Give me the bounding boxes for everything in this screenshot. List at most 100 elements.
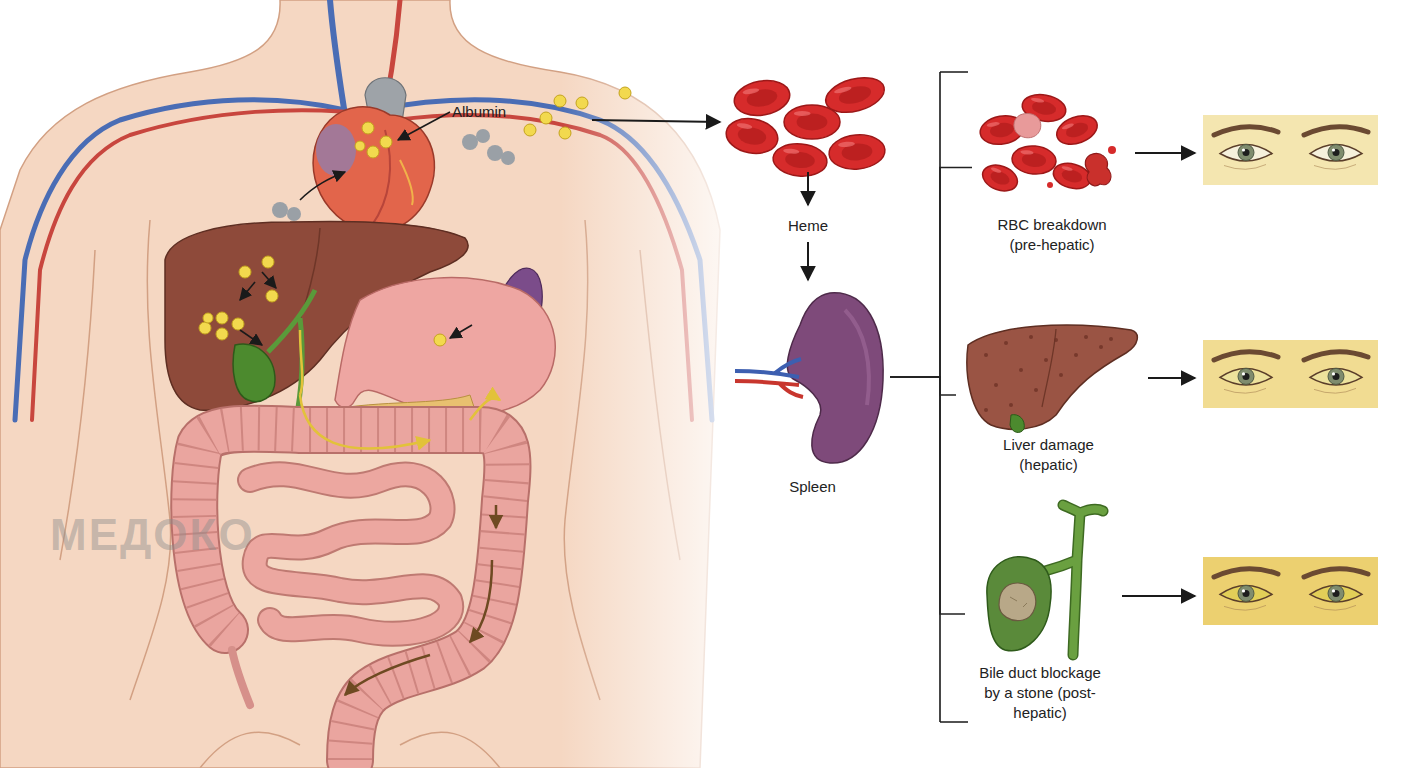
red-blood-cells-part (828, 133, 887, 172)
caption-box: Liver damage (hepatic) (956, 435, 1141, 475)
red-blood-cells-part (723, 115, 780, 158)
pointer-arrows-part (398, 112, 450, 140)
blocked-bile-duct-illustration-part (999, 583, 1036, 621)
broken-rbc-illustration-part-part (1031, 99, 1057, 116)
albumin-molecule-part (462, 134, 478, 150)
blocked-bile-duct-illustration-part (1045, 505, 1103, 655)
under-eye-line (1224, 605, 1266, 610)
broken-rbc-illustration-part (1047, 182, 1053, 188)
bilirubin-dot-part (203, 313, 213, 323)
large-intestine (194, 429, 507, 760)
red-blood-cells-part-part (723, 115, 780, 158)
stomach-part (335, 278, 555, 415)
flow-arrows-part (470, 560, 492, 642)
broken-rbc-illustration-part-part (990, 167, 1001, 174)
caption-box: Bile duct blockage by a stone (post-hepa… (965, 663, 1115, 723)
broken-rbc-illustration-part-part (986, 121, 1000, 127)
red-blood-cells-part (772, 142, 829, 179)
annotation-label: Albumin (452, 102, 506, 122)
bilirubin-dot-part (199, 322, 211, 334)
damaged-liver-illustration-part (1059, 373, 1063, 377)
under-eye-line (1224, 165, 1266, 170)
flow-arrows-right-part (940, 72, 968, 722)
flow-arrows-part (300, 395, 430, 449)
eyebrow (1304, 352, 1368, 360)
iris (1328, 368, 1344, 384)
cause-node: RBC breakdown (pre-hepatic) (972, 80, 1132, 255)
bilirubin-dot-part (239, 266, 251, 278)
small-intestine-part (250, 474, 451, 634)
under-eye-line (1314, 165, 1356, 170)
red-blood-cells (723, 72, 888, 179)
broken-rbc-illustration-part (1053, 111, 1101, 150)
bilirubin-dot-part (524, 124, 536, 136)
eye-panel-background (1203, 115, 1378, 185)
eye-panels (1203, 115, 1378, 625)
eye-panel-background (1203, 557, 1378, 625)
spleen-illustration-part (735, 359, 801, 377)
pointer-arrows-part (300, 172, 345, 200)
blocked-bile-duct-illustration-part (1045, 505, 1103, 655)
bracket-connector (890, 377, 965, 614)
broken-rbc-illustration (978, 91, 1116, 195)
broken-rbc-illustration-part-part (1011, 144, 1057, 176)
bracket-connector (890, 168, 972, 378)
pupil (1333, 373, 1340, 380)
bilirubin-dot-part (559, 127, 571, 139)
body-silhouette-part (200, 732, 300, 768)
eyebrow (1214, 352, 1278, 360)
albumin-molecule-part (501, 151, 515, 165)
spleen-illustration-part (845, 310, 869, 405)
eye-white (1220, 585, 1272, 602)
eye-highlight (1332, 589, 1335, 592)
red-blood-cells-part-part (784, 105, 840, 139)
bilirubin-dot-part (576, 97, 588, 109)
broken-rbc-illustration-part-part (1061, 122, 1074, 130)
eye-white (1220, 368, 1272, 385)
bilirubin-dot-part (540, 112, 552, 124)
stomach (335, 278, 555, 415)
eye-panel-background (1203, 340, 1378, 408)
pointer-arrows-part (262, 272, 276, 288)
blocked-bile-duct-illustration-part (987, 557, 1051, 651)
flow-arrows-right-part (1148, 377, 1195, 379)
red-blood-cells-part-part (797, 114, 828, 131)
bilirubin-dot-part (380, 136, 392, 148)
damaged-liver-illustration-part (1044, 358, 1048, 362)
large-intestine-part (194, 429, 507, 760)
red-blood-cells-part-part (833, 85, 852, 94)
cause-node: Bile duct blockage by a stone (post-hepa… (965, 505, 1115, 723)
bilirubin-dot-part (554, 95, 566, 107)
albumin-molecule-part (476, 129, 490, 143)
eye-panel (1203, 340, 1378, 408)
flow-arrows-right-part (1135, 152, 1195, 154)
iris (1238, 585, 1254, 601)
flow-arrows-part (345, 655, 430, 695)
flow-arrows-right-part (807, 242, 809, 280)
eye-highlight (1332, 148, 1335, 151)
pointer-arrows-part (240, 330, 262, 345)
damaged-liver-illustration-part (1084, 335, 1088, 339)
broken-rbc-illustration-part-part (1020, 150, 1034, 155)
damaged-liver-illustration-part (984, 408, 988, 412)
body-silhouette-part (400, 732, 500, 768)
flow-arrows-part (300, 330, 302, 395)
bilirubin-dot-part (216, 312, 228, 324)
cause-node: Liver damage (hepatic) (956, 315, 1141, 475)
damaged-liver-illustration-part (1054, 338, 1058, 342)
bilirubin-dot-part (262, 256, 274, 268)
eyebrow (1304, 127, 1368, 135)
damaged-liver-illustration-part (1042, 329, 1056, 407)
damaged-liver-illustration-part (967, 325, 1137, 429)
red-blood-cells-part-part (837, 83, 873, 107)
red-blood-cells-part-part (794, 111, 811, 116)
large-intestine-part (194, 429, 507, 760)
bracket-connector (890, 377, 956, 395)
node-caption: Bile duct blockage by a stone (post-hepa… (973, 663, 1108, 723)
damaged-liver-illustration-part (984, 353, 988, 357)
iris (1238, 368, 1254, 384)
pointer-arrows-part (240, 282, 255, 300)
albumin-molecule-part (272, 202, 288, 218)
red-blood-cells-part-part (742, 87, 759, 95)
heart-part (313, 107, 434, 233)
